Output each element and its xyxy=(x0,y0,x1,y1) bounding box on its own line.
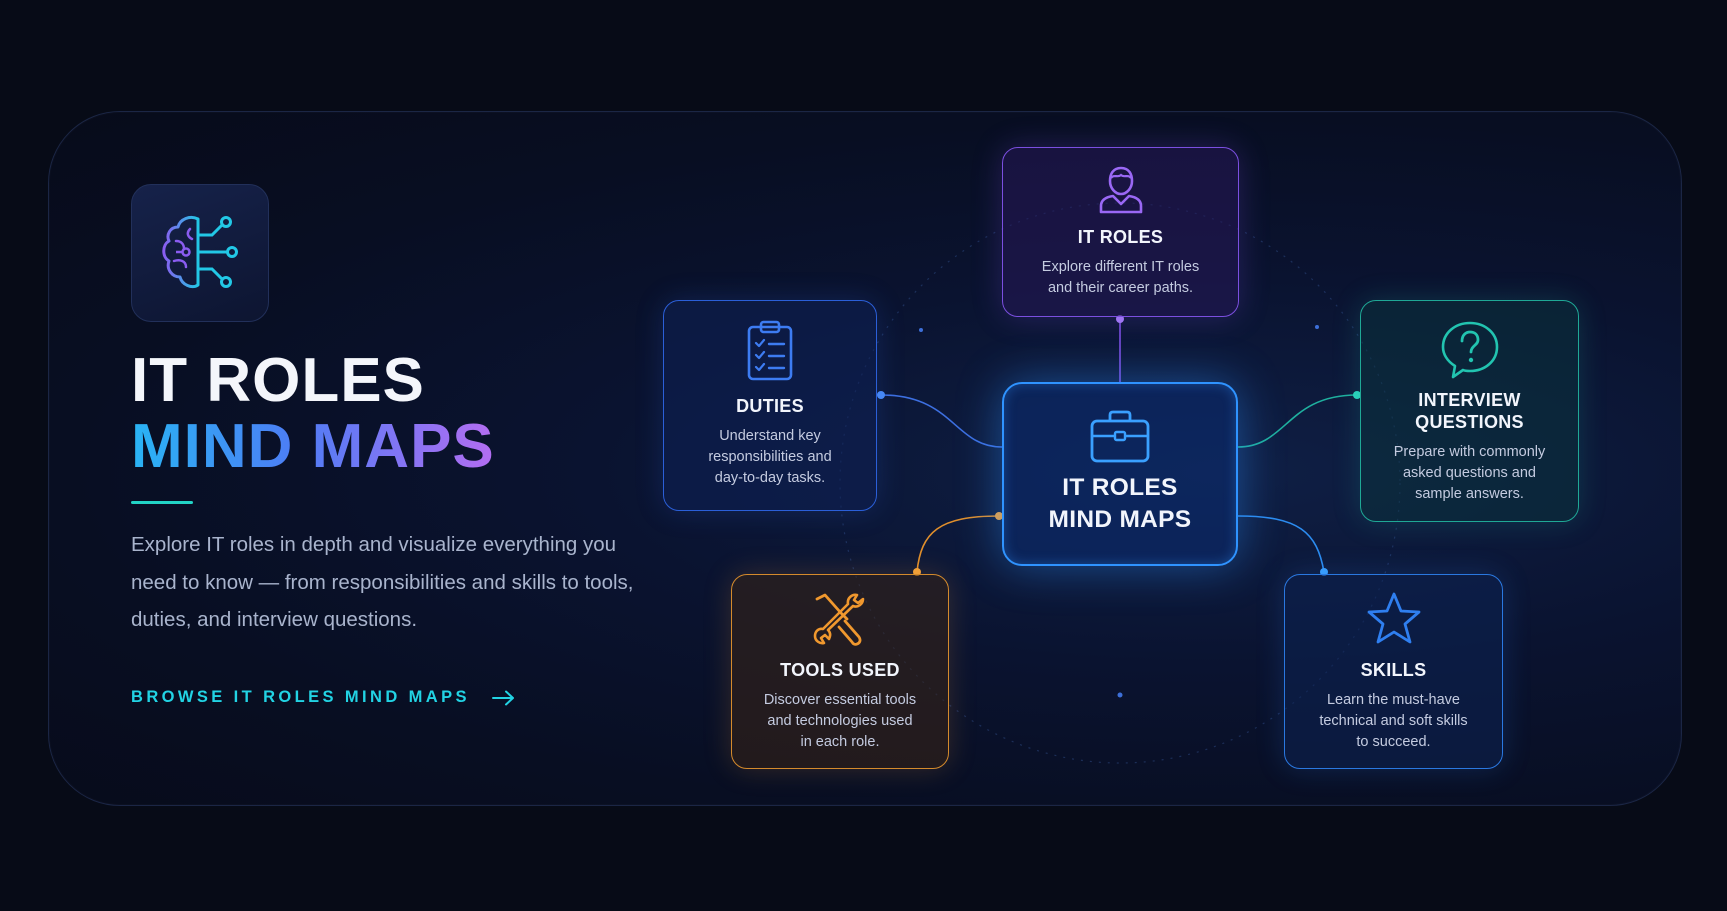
question-bubble-icon xyxy=(1441,321,1498,379)
connector-dot-tools-center xyxy=(995,512,1003,520)
node-duties-title: DUTIES xyxy=(736,396,804,416)
node-center-title-line: IT ROLES xyxy=(1062,474,1178,501)
browse-mind-maps-link[interactable]: BROWSE IT ROLES MIND MAPS xyxy=(131,688,516,707)
node-interview-questions[interactable]: INTERVIEW QUESTIONS Prepare with commonl… xyxy=(1360,300,1579,522)
hero-title-line1: IT ROLES xyxy=(131,346,425,415)
hero-description: Explore IT roles in depth and visualize … xyxy=(131,533,634,631)
star-icon xyxy=(1367,592,1420,644)
logo-tile xyxy=(131,184,269,322)
connector-dot-duties xyxy=(877,391,885,399)
node-interview-desc: Prepare with commonly asked questions an… xyxy=(1394,442,1546,505)
node-duties-desc-line: responsibilities and xyxy=(708,449,832,465)
node-skills-title: SKILLS xyxy=(1360,660,1427,680)
node-duties-desc-line: day-to-day tasks. xyxy=(714,470,826,486)
hero-title-line2: MIND MAPS xyxy=(131,412,495,481)
node-tools-title: TOOLS USED xyxy=(780,660,900,680)
node-interview-title-line: QUESTIONS xyxy=(1415,412,1524,432)
node-tools-desc-line: in each role. xyxy=(800,734,880,750)
node-center-title-line: MIND MAPS xyxy=(1048,506,1192,533)
briefcase-icon xyxy=(1090,410,1150,463)
node-tools-desc-line: Discover essential tools xyxy=(763,692,917,708)
node-it-roles-title: IT ROLES xyxy=(1077,227,1164,247)
connector-tools xyxy=(916,515,1000,573)
decorative-dots xyxy=(919,325,1319,698)
node-tools-used[interactable]: TOOLS USED Discover essential tools and … xyxy=(731,574,949,769)
tools-icon xyxy=(813,593,865,646)
node-interview-desc-line: sample answers. xyxy=(1415,486,1524,502)
node-it-roles-desc: Explore different IT roles and their car… xyxy=(1042,257,1199,299)
accent-divider xyxy=(131,501,193,504)
arrow-right-icon xyxy=(491,690,514,705)
connector-dot-it-roles xyxy=(1116,315,1124,323)
node-duties-desc: Understand key responsibilities and day-… xyxy=(708,426,831,489)
brain-circuit-icon xyxy=(162,215,238,289)
connector-skills xyxy=(1237,515,1325,573)
node-skills[interactable]: SKILLS Learn the must-have technical and… xyxy=(1284,574,1503,769)
node-it-roles-desc-line: Explore different IT roles xyxy=(1041,259,1200,275)
browse-mind-maps-label: BROWSE IT ROLES MIND MAPS xyxy=(131,688,470,706)
hero-title: IT ROLES MIND MAPS xyxy=(131,348,495,480)
node-interview-desc-line: Prepare with commonly xyxy=(1393,444,1546,460)
connector-interview xyxy=(1237,394,1358,448)
node-tools-desc: Discover essential tools and technologie… xyxy=(764,690,916,753)
node-it-roles-desc-line: and their career paths. xyxy=(1047,280,1194,296)
node-interview-desc-line: asked questions and xyxy=(1402,465,1536,481)
node-center-title: IT ROLES MIND MAPS xyxy=(1049,472,1192,536)
node-interview-title-line: INTERVIEW xyxy=(1418,390,1521,410)
connector-duties xyxy=(880,394,1003,448)
node-it-roles[interactable]: IT ROLES Explore different IT roles and … xyxy=(1002,147,1239,317)
node-skills-desc-line: technical and soft skills xyxy=(1319,713,1468,729)
person-icon xyxy=(1099,166,1142,214)
node-duties[interactable]: DUTIES Understand key responsibilities a… xyxy=(663,300,877,511)
node-skills-desc: Learn the must-have technical and soft s… xyxy=(1319,690,1467,753)
connector-dot-interview xyxy=(1353,391,1361,399)
node-skills-desc-line: Learn the must-have xyxy=(1326,692,1460,708)
node-duties-desc-line: Understand key xyxy=(719,428,821,444)
clipboard-checklist-icon xyxy=(747,320,793,381)
hero-card: IT ROLES MIND MAPS Explore IT roles in d… xyxy=(48,111,1682,806)
node-interview-title: INTERVIEW QUESTIONS xyxy=(1415,389,1524,433)
node-center-it-roles-mind-maps[interactable]: IT ROLES MIND MAPS xyxy=(1002,382,1238,566)
node-tools-desc-line: and technologies used xyxy=(767,713,913,729)
node-skills-desc-line: to succeed. xyxy=(1356,734,1431,750)
